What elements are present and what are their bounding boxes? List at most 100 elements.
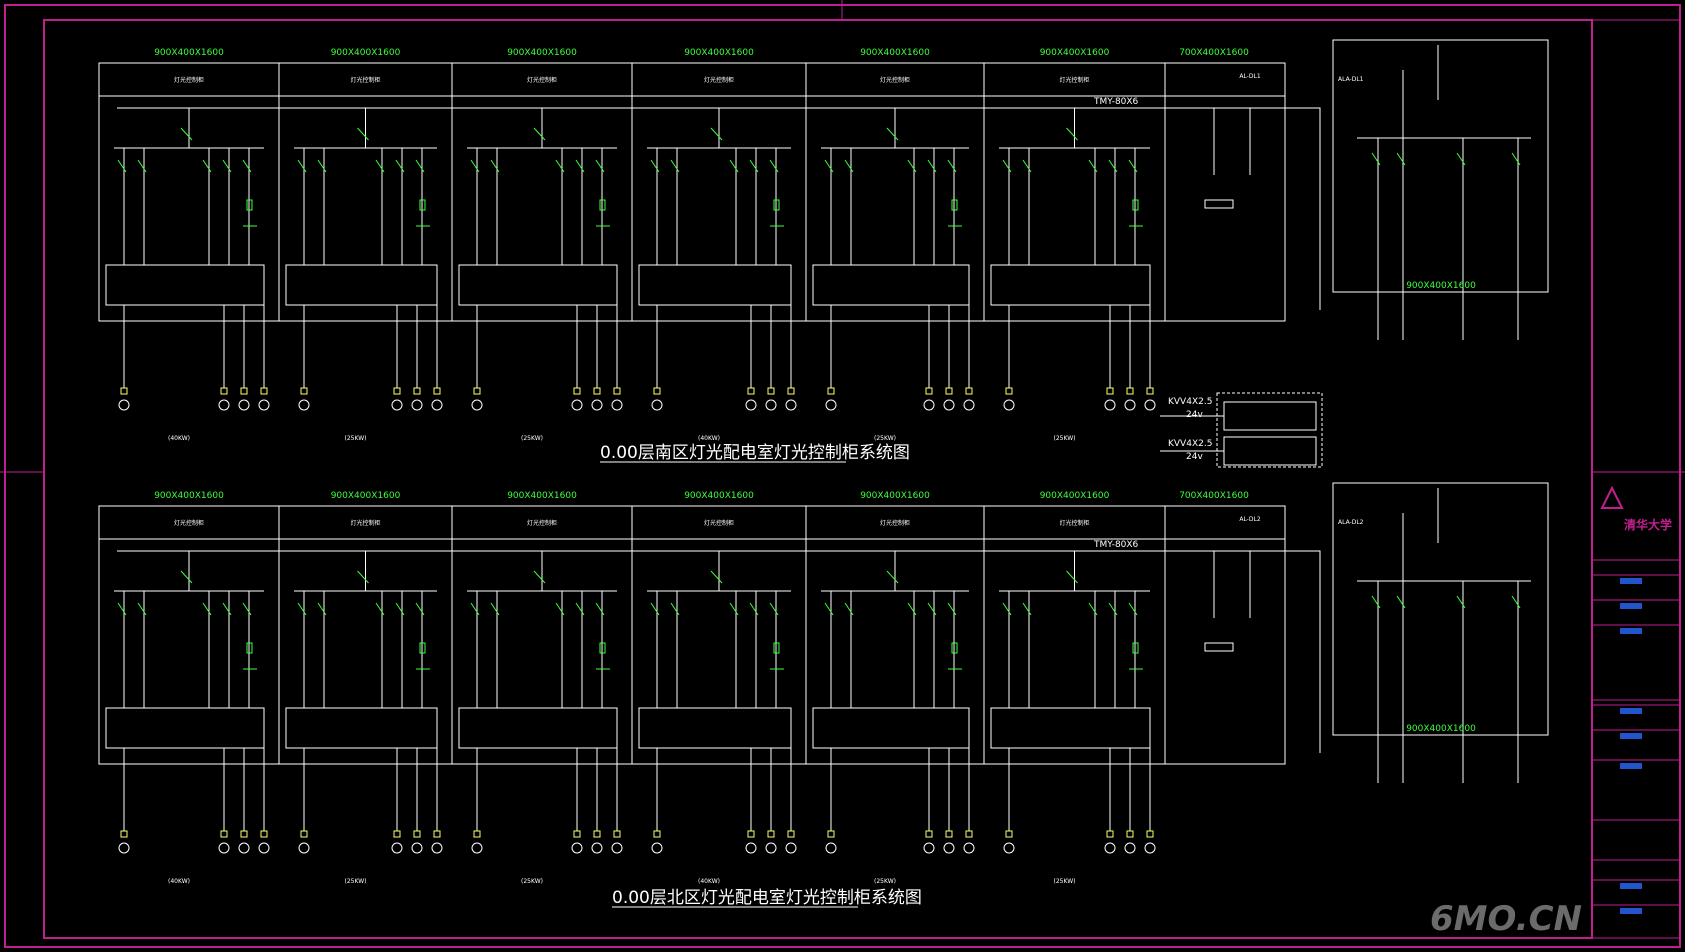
title-block-cell [1620,708,1642,714]
branch-breaker-symbol [202,159,212,173]
terminal [220,830,228,838]
lamp-symbol [765,399,777,411]
terminal [747,830,755,838]
lamp-symbol [611,399,623,411]
terminal [473,830,481,838]
lamp-symbol [785,842,797,854]
branch-breaker-symbol [1088,602,1098,616]
watermark: 6MO.CN [1430,899,1582,939]
lamp-symbol [118,399,130,411]
branch-breaker-symbol [375,602,385,616]
surge-protector [419,199,426,211]
lamp-symbol [431,842,443,854]
lamp-symbol [745,842,757,854]
main-breaker-symbol [180,570,193,584]
lamp-symbol [591,842,603,854]
branch-breaker-symbol [907,602,917,616]
lamp-symbol [431,399,443,411]
branch-breaker-symbol [595,159,605,173]
branch-breaker-symbol [1128,602,1138,616]
university-logo: 清华大学 [1600,485,1672,532]
lamp-symbol [651,399,663,411]
lamp-symbol [298,399,310,411]
branch-breaker-symbol [595,602,605,616]
branch-breaker-symbol [670,159,680,173]
feeder-code: AL-DL2 [1239,516,1260,523]
terminal [925,387,933,395]
lamp-symbol [963,842,975,854]
main-breaker-symbol [1066,127,1078,141]
cabinet-name: 灯光控制柜 [704,519,734,527]
branch-breaker-symbol [202,602,212,616]
title-block-cell [1620,883,1642,889]
surge-protector [1132,199,1139,211]
terminal [300,830,308,838]
cabinet-size-label: 900X400X1600 [154,491,224,501]
branch-breaker-symbol [555,602,565,616]
terminal [613,387,621,395]
terminal [653,830,661,838]
terminal [787,830,795,838]
branch-breaker-symbol [1022,159,1032,173]
terminal [120,387,128,395]
lamp-symbol [943,399,955,411]
lamp-symbol [218,399,230,411]
cabinet-load: (25KW) [874,435,896,442]
surge-protector [246,199,253,211]
controller-module [638,264,792,306]
branch-breaker-symbol [1108,602,1118,616]
lamp-symbol [765,842,777,854]
right-breaker-symbol [1396,152,1406,166]
terminal [260,387,268,395]
title-block-cell [1620,763,1642,769]
right-breaker-symbol [1396,595,1406,609]
cabinet-name: 灯光控制柜 [704,76,734,84]
feeder-cable [1285,107,1321,310]
main-breaker-symbol [886,127,899,141]
branch-breaker-symbol [947,602,957,616]
terminal [653,387,661,395]
branch-breaker-symbol [242,602,252,616]
surge-protector [599,642,606,654]
lamp-symbol [571,399,583,411]
controller-module [458,707,618,749]
branch-breaker-symbol [1128,159,1138,173]
branch-breaker-symbol [375,159,385,173]
busbar-label: TMY-80X6 [1093,97,1139,107]
controller-module [638,707,792,749]
branch-breaker-symbol [1088,159,1098,173]
title-block-cell [1620,628,1642,634]
lamp-symbol [943,842,955,854]
right-breaker-symbol [1511,595,1521,609]
lamp-symbol [963,399,975,411]
main-breaker-symbol [357,127,369,141]
cabinet-name: 灯光控制柜 [174,519,204,527]
terminal [1126,387,1134,395]
lamp-symbol [1003,399,1015,411]
right-box-size: 900X400X1600 [1406,724,1476,734]
controller-module [458,264,618,306]
terminal [613,830,621,838]
lamp-symbol [298,842,310,854]
branch-breaker-symbol [927,159,937,173]
right-box-code: ALA-DL1 [1338,76,1364,83]
branch-breaker-symbol [729,602,739,616]
cabinet-size-label: 900X400X1600 [507,491,577,501]
cabinet-size-label: 900X400X1600 [1040,48,1110,58]
branch-breaker-symbol [947,159,957,173]
controller-module [105,707,265,749]
branch-breaker-symbol [575,602,585,616]
terminal [433,830,441,838]
branch-breaker-symbol [749,159,759,173]
branch-breaker-symbol [317,159,327,173]
right-distribution-box [1332,482,1549,736]
lamp-symbol [238,399,250,411]
cabinet-load: (25KW) [521,435,543,442]
terminal [767,830,775,838]
cable-label-1: KVV4X2.5 [1168,397,1212,407]
controller-module [990,707,1151,749]
cabinet-size-label: 900X400X1600 [331,491,401,501]
title-block-cell [1620,733,1642,739]
controller-module [812,264,970,306]
